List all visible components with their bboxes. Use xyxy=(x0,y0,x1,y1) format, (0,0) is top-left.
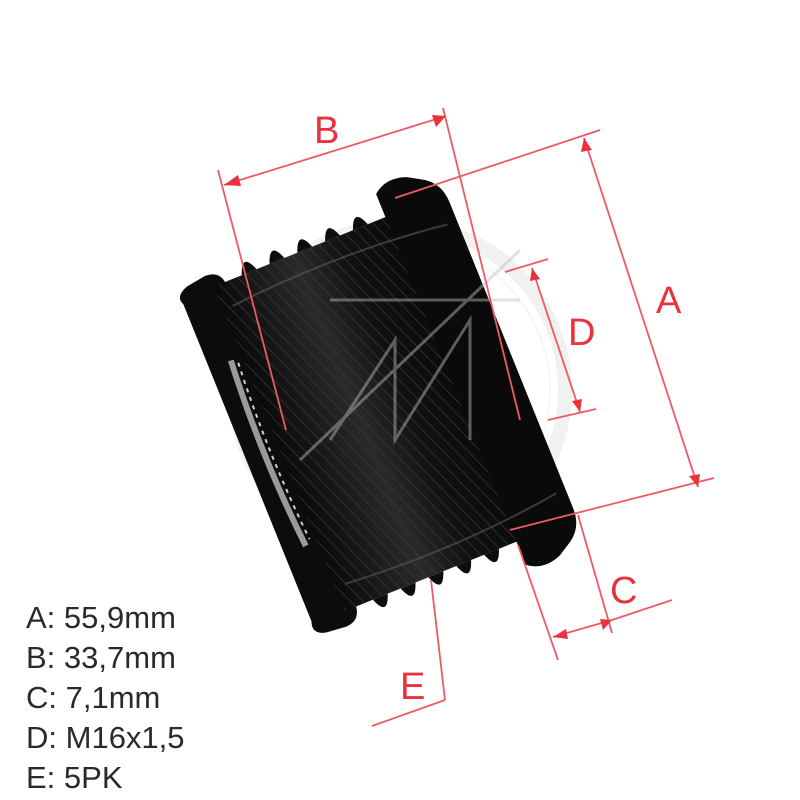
dimension-label-c: C xyxy=(610,570,638,612)
pulley-body xyxy=(179,177,577,633)
dimension-label-b: B xyxy=(314,110,340,152)
dimension-label-e: E xyxy=(400,666,426,708)
spec-row-a: A: 55,9mm xyxy=(26,598,185,638)
spec-value: 5PK xyxy=(63,760,123,795)
spec-key: A: xyxy=(26,600,56,635)
spec-row-c: C: 7,1mm xyxy=(26,678,185,718)
spec-key: C: xyxy=(26,680,57,715)
spec-value: 7,1mm xyxy=(65,680,161,715)
spec-row-d: D: M16x1,5 xyxy=(26,718,185,758)
spec-list: A: 55,9mm B: 33,7mm C: 7,1mm D: M16x1,5 … xyxy=(26,598,185,798)
dimension-label-d: D xyxy=(568,312,596,354)
spec-key: D: xyxy=(26,720,57,755)
spec-row-b: B: 33,7mm xyxy=(26,638,185,678)
spec-key: E: xyxy=(26,760,56,795)
watermark-m-icon xyxy=(298,248,522,462)
spec-value: 33,7mm xyxy=(63,640,176,675)
dimension-lines xyxy=(217,107,715,727)
spec-key: B: xyxy=(26,640,56,675)
dimension-arrows xyxy=(224,115,700,639)
spec-row-e: E: 5PK xyxy=(26,758,185,798)
dimension-label-a: A xyxy=(656,280,682,322)
spec-value: M16x1,5 xyxy=(65,720,185,755)
spec-value: 55,9mm xyxy=(63,600,176,635)
